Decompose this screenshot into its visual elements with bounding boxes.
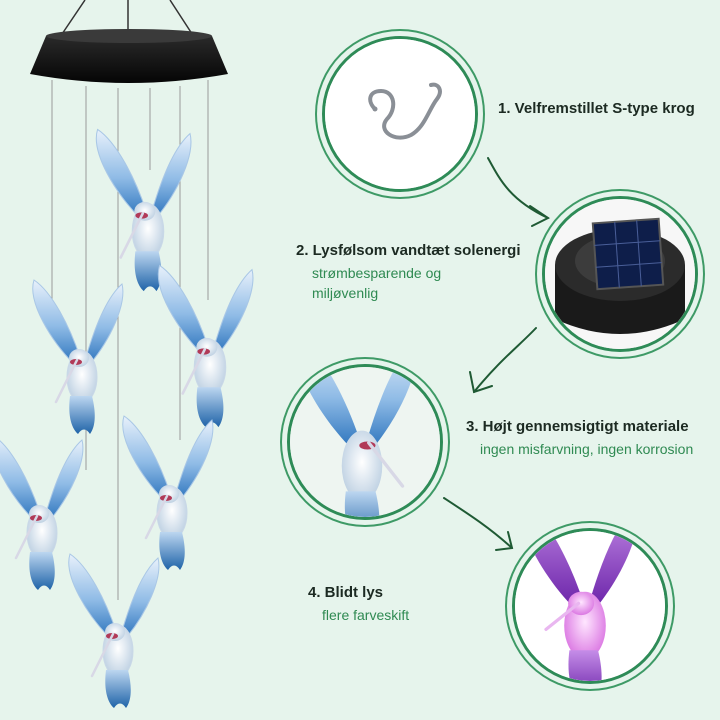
feature-4: 4. Blidt lys flere farveskift bbox=[308, 584, 409, 625]
feature-title: 2. Lysfølsom vandtæt solenergi bbox=[296, 242, 521, 259]
hummingbird-icon bbox=[290, 367, 440, 517]
solar-panel-image bbox=[542, 196, 698, 352]
s-hook-image bbox=[322, 36, 478, 192]
feature-subtitle: miljøvenlig bbox=[312, 285, 379, 301]
feature-subtitle: flere farveskift bbox=[322, 607, 410, 623]
solar-panel-icon bbox=[545, 199, 695, 349]
s-hook-icon bbox=[325, 39, 475, 189]
feature-title: 3. Højt gennemsigtigt materiale bbox=[466, 418, 689, 435]
feature-subtitle: strømbesparende og bbox=[312, 265, 442, 281]
feature-1: 1. Velfremstillet S-type krog bbox=[498, 100, 695, 117]
feature-3: 3. Højt gennemsigtigt materiale ingen mi… bbox=[466, 418, 693, 459]
feature-2: 2. Lysfølsom vandtæt solenergi strømbesp… bbox=[296, 242, 521, 303]
transparent-material-image bbox=[287, 364, 443, 520]
feature-subtitle: ingen misfarvning, ingen korrosion bbox=[480, 441, 694, 457]
color-changing-light-image bbox=[512, 528, 668, 684]
feature-title: 4. Blidt lys bbox=[308, 584, 384, 601]
hummingbird-icon bbox=[515, 531, 665, 681]
feature-title: 1. Velfremstillet S-type krog bbox=[498, 100, 695, 117]
arrow-icon bbox=[443, 157, 550, 551]
